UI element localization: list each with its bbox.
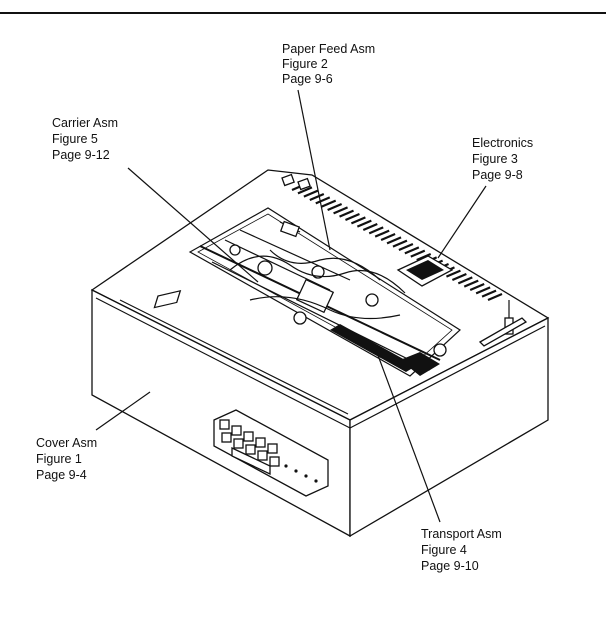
carrier-page: Page 9-12 xyxy=(52,148,110,162)
mechanism-detail xyxy=(199,220,447,371)
paper-feed-name: Paper Feed Asm xyxy=(282,42,375,56)
grille-slat xyxy=(339,209,354,218)
cover-figure: Figure 1 xyxy=(36,452,82,466)
leader-lines xyxy=(95,89,487,523)
transport-figure: Figure 4 xyxy=(421,543,467,557)
leader-carrier xyxy=(127,167,259,283)
grille-slat xyxy=(327,202,343,212)
grille-slat xyxy=(380,232,396,242)
panel-button xyxy=(269,456,280,467)
label-paper-feed: Paper Feed Asm Figure 2 Page 9-6 xyxy=(282,42,375,86)
grille-slat xyxy=(481,289,497,298)
panel-button xyxy=(219,419,230,430)
grille-slat xyxy=(350,216,366,225)
label-electronics: Electronics Figure 3 Page 9-8 xyxy=(472,136,533,182)
panel-button xyxy=(231,425,242,436)
grille-slat xyxy=(463,279,479,288)
panel-button xyxy=(221,432,232,443)
grille-slat xyxy=(457,276,473,285)
panel-button xyxy=(233,438,244,449)
grille-slat xyxy=(297,186,313,195)
leader-electronics xyxy=(437,185,487,259)
grille-slat xyxy=(368,226,384,235)
panel-button xyxy=(257,450,268,461)
label-carrier: Carrier Asm Figure 5 Page 9-12 xyxy=(52,116,118,162)
electronics-name: Electronics xyxy=(472,136,533,150)
grille-slat xyxy=(309,192,325,202)
label-cover: Cover Asm Figure 1 Page 9-4 xyxy=(36,436,97,482)
paper-cavity xyxy=(188,207,461,377)
carrier-name: Carrier Asm xyxy=(52,116,118,130)
control-panel xyxy=(213,409,329,497)
leader-paper-feed xyxy=(297,89,331,251)
housing-side xyxy=(349,316,549,538)
panel-button xyxy=(255,437,266,448)
panel-button xyxy=(243,431,254,442)
leader-cover xyxy=(95,391,151,431)
grille-slat xyxy=(469,282,485,292)
label-transport: Transport Asm Figure 4 Page 9-10 xyxy=(421,527,502,573)
grille-slat xyxy=(445,269,461,278)
grille-slat xyxy=(404,246,420,255)
grille-slat xyxy=(386,236,402,245)
electronics-page: Page 9-8 xyxy=(472,168,523,182)
transport-name: Transport Asm xyxy=(421,527,502,541)
printer-illustration xyxy=(90,169,550,538)
grille-slat xyxy=(475,286,491,295)
grille-slat xyxy=(416,252,432,262)
cover-page: Page 9-4 xyxy=(36,468,87,482)
grille-slat xyxy=(487,292,503,302)
grille-slat xyxy=(398,242,414,252)
grille-slat xyxy=(345,212,360,222)
transport-bar xyxy=(330,324,416,372)
paper-feed-page: Page 9-6 xyxy=(282,72,333,86)
grille-slat xyxy=(321,199,337,208)
grille-slat xyxy=(315,196,331,205)
grille-slat xyxy=(362,222,378,232)
panel-button xyxy=(245,444,256,455)
grille-slat xyxy=(333,206,349,215)
cover-label-square xyxy=(153,290,182,309)
grille-slat xyxy=(410,249,426,258)
grille-slat xyxy=(303,189,319,198)
cover-name: Cover Asm xyxy=(36,436,97,450)
electronics-figure: Figure 3 xyxy=(472,152,518,166)
grille-slat xyxy=(356,219,372,228)
leader-transport xyxy=(375,349,441,523)
front-cover-seam xyxy=(119,299,349,415)
grille-slat xyxy=(374,229,390,238)
grille-slat xyxy=(392,239,408,248)
carrier-figure: Figure 5 xyxy=(52,132,98,146)
transport-page: Page 9-10 xyxy=(421,559,479,573)
panel-button xyxy=(267,443,278,454)
paper-feed-figure: Figure 2 xyxy=(282,57,328,71)
grille-slat xyxy=(451,272,467,282)
